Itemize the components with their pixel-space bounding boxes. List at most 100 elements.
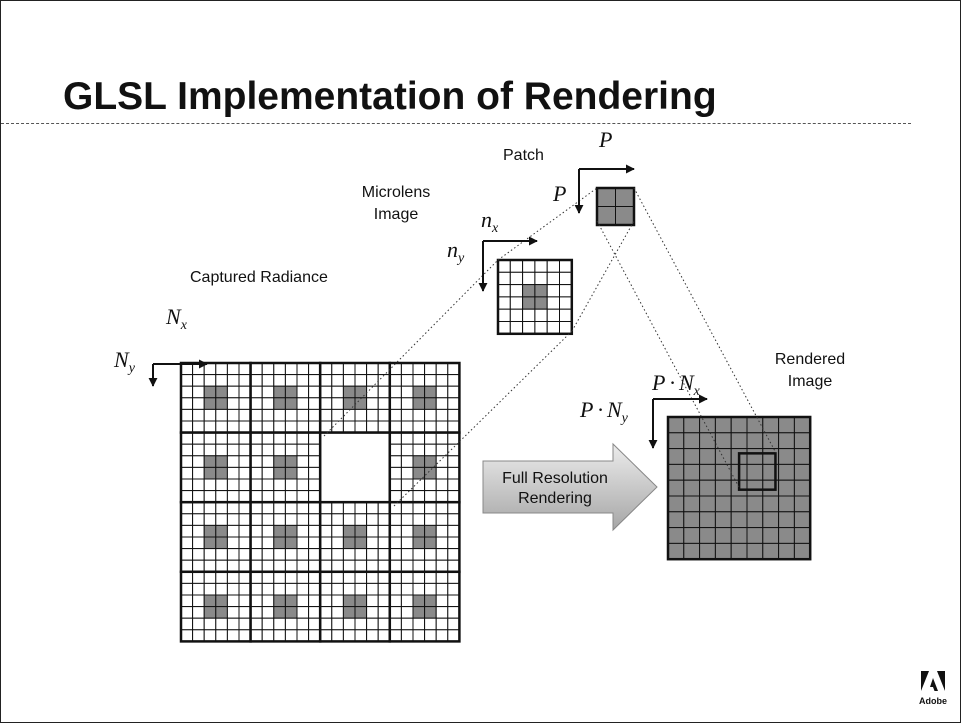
microlens-cell — [389, 362, 402, 376]
microlens-cell — [273, 374, 286, 387]
microlens-cell — [226, 420, 240, 434]
microlens-cell — [424, 594, 437, 608]
microlens-cell — [284, 629, 298, 642]
microlens-cell — [447, 443, 460, 457]
microlens-cell — [215, 536, 228, 550]
rendered-pixel-cell — [699, 495, 716, 513]
microlens-cell — [377, 571, 391, 584]
microlens-cell — [296, 524, 310, 538]
microlens-cell — [331, 582, 344, 596]
microlens-cell — [192, 536, 205, 550]
microlens-cell — [331, 397, 344, 410]
projection-line — [571, 220, 635, 332]
microlens-cell — [192, 490, 205, 503]
rendered-pixel-cell — [714, 479, 732, 497]
microlens-cell — [308, 455, 321, 468]
microlens-cell — [238, 490, 252, 503]
microlens-cell — [331, 606, 344, 619]
microlens-image-cell — [559, 284, 573, 298]
patch-cell — [615, 206, 635, 226]
microlens-cell — [296, 548, 310, 561]
projection-line — [633, 187, 777, 454]
microlens-cell — [331, 617, 344, 631]
microlens-cell — [435, 455, 449, 468]
microlens-cell — [203, 420, 217, 434]
microlens-cell — [296, 397, 310, 410]
microlens-cell — [261, 629, 275, 642]
microlens-cell — [412, 606, 426, 619]
microlens-cell — [250, 455, 263, 468]
microlens-cell — [389, 478, 402, 492]
rendered-pixel-cell — [699, 479, 716, 497]
extracted-microlens-slot — [318, 431, 392, 504]
microlens-cell — [226, 374, 240, 387]
microlens-cell — [366, 571, 379, 584]
patch-cell — [596, 206, 616, 226]
rendered-pixel-cell — [793, 527, 811, 544]
microlens-cell — [412, 432, 426, 445]
microlens-cell — [180, 524, 194, 538]
microlens-cell — [284, 594, 298, 608]
microlens-cell — [389, 594, 402, 608]
rendered-pixel-cell — [762, 511, 780, 529]
microlens-cell — [308, 362, 321, 376]
microlens-cell — [377, 501, 391, 515]
microlens-cell — [342, 559, 356, 573]
rendered-pixel-cell — [714, 511, 732, 529]
microlens-cell — [273, 582, 286, 596]
microlens-cell — [296, 408, 310, 422]
microlens-cell — [250, 420, 263, 434]
microlens-cell — [354, 571, 368, 584]
microlens-cell — [203, 617, 217, 631]
rendered-pixel-cell — [778, 479, 795, 497]
microlens-cell — [412, 571, 426, 584]
microlens-cell — [354, 582, 368, 596]
microlens-cell — [238, 432, 252, 445]
projection-line — [596, 220, 741, 490]
microlens-cell — [447, 408, 460, 422]
microlens-cell — [296, 478, 310, 492]
microlens-cell — [296, 443, 310, 457]
microlens-cell — [215, 397, 228, 410]
microlens-cell — [331, 501, 344, 515]
microlens-image-cell — [522, 259, 536, 273]
projection-line — [323, 259, 499, 437]
rendered-pixel-cell — [683, 542, 701, 560]
microlens-cell — [238, 408, 252, 422]
microlens-cell — [296, 617, 310, 631]
microlens-cell — [192, 571, 205, 584]
microlens-cell — [226, 536, 240, 550]
projection-line — [393, 330, 573, 507]
microlens-cell — [273, 420, 286, 434]
microlens-cell — [377, 617, 391, 631]
microlens-cell — [273, 629, 286, 642]
title-divider — [1, 123, 911, 124]
microlens-cell — [180, 466, 194, 480]
microlens-cell — [424, 536, 437, 550]
microlens-cell — [366, 606, 379, 619]
microlens-cell — [447, 420, 460, 434]
microlens-image-cell — [546, 284, 561, 298]
microlens-cell — [226, 629, 240, 642]
microlens-image-cell — [546, 321, 561, 335]
microlens-image-cell — [546, 296, 561, 310]
microlens-cell — [447, 617, 460, 631]
arrow-label-line1: Full Resolution — [502, 470, 608, 487]
rendered-pixel-cell — [746, 479, 764, 497]
microlens-cell — [261, 524, 275, 538]
rendered-pixel-cell — [667, 432, 685, 450]
microlens-cell — [354, 524, 368, 538]
microlens-cell — [354, 397, 368, 410]
microlens-cell — [447, 397, 460, 410]
microlens-cell — [296, 466, 310, 480]
microlens-cell — [319, 548, 333, 561]
microlens-cell — [192, 559, 205, 573]
microlens-cell — [203, 582, 217, 596]
microlens-cell — [238, 594, 252, 608]
microlens-cell — [203, 513, 217, 526]
microlens-cell — [377, 582, 391, 596]
microlens-cell — [308, 408, 321, 422]
microlens-cell — [424, 490, 437, 503]
microlens-cell — [284, 582, 298, 596]
